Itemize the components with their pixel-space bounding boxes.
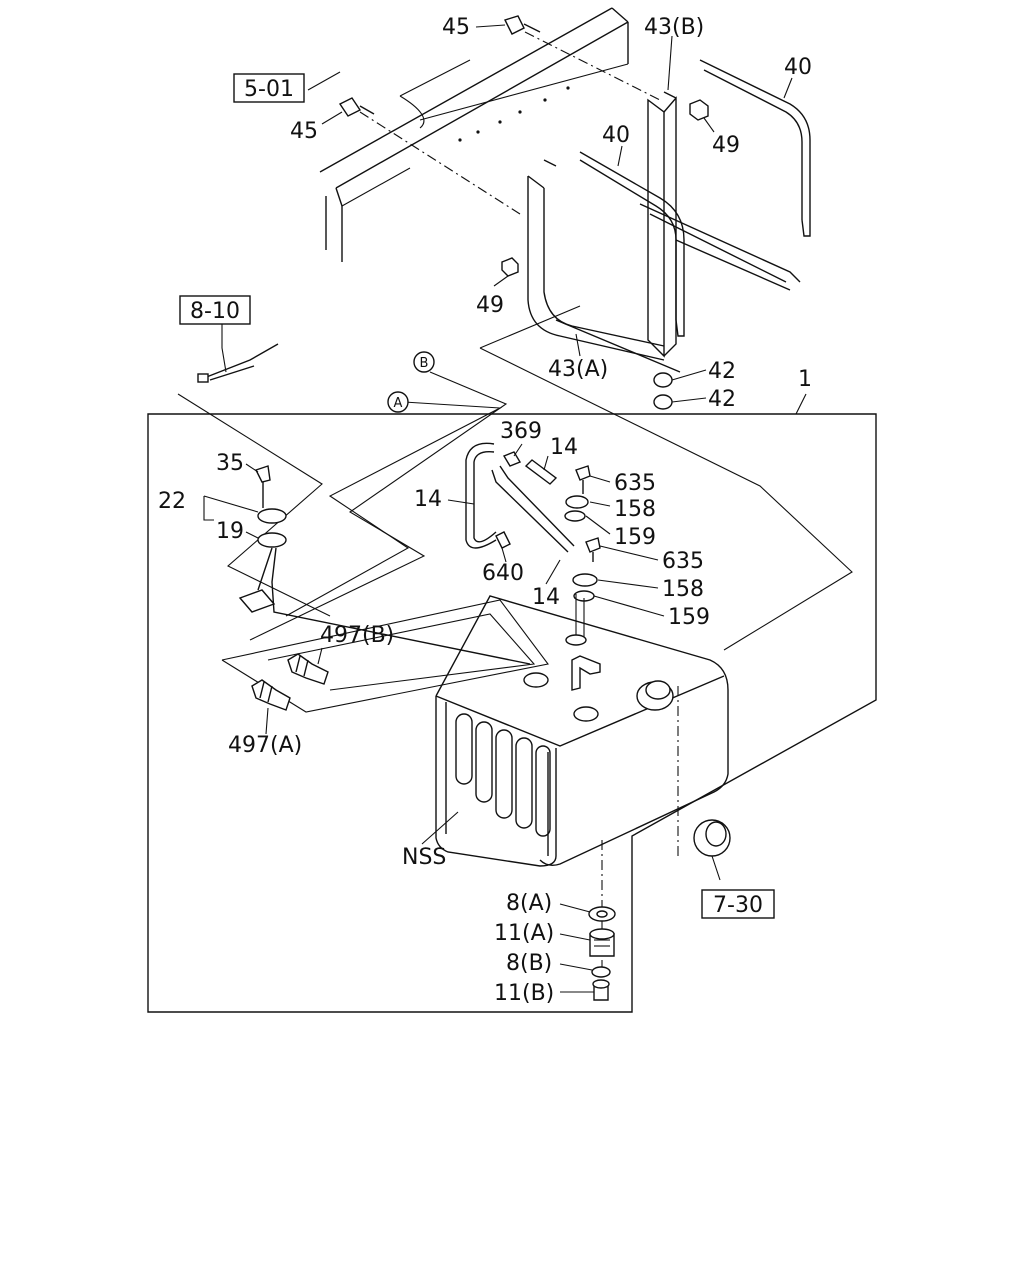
guide-lines-upper (479, 305, 853, 651)
label-11a: 11(A) (494, 921, 554, 946)
clamp-159-a (564, 510, 586, 522)
label-14-top: 14 (550, 435, 578, 460)
ref-7-30: 7-30 (713, 893, 763, 918)
screw-635-b (585, 537, 601, 562)
frame-rail (319, 7, 629, 262)
screw-635-a (575, 465, 591, 494)
label-158-a: 158 (614, 497, 656, 522)
fitting-369 (502, 451, 522, 467)
bolt-45-top (504, 15, 541, 35)
nut-49-right (689, 99, 709, 121)
strap-40-right (699, 59, 811, 237)
sender-unit (238, 465, 531, 665)
harness-route (177, 393, 331, 617)
label-43a: 43(A) (548, 357, 608, 382)
circle-a-label: A (394, 396, 403, 411)
hose-14-left (465, 442, 497, 549)
circle-b (413, 351, 435, 373)
label-8b: 8(B) (506, 951, 552, 976)
label-159-a: 159 (614, 525, 656, 550)
label-635-a: 635 (614, 471, 656, 496)
label-369: 369 (500, 419, 542, 444)
vent-pipe (575, 594, 585, 642)
label-14-left: 14 (414, 487, 442, 512)
wire-harness-8-10 (197, 343, 279, 383)
nut-42-b (653, 394, 673, 410)
washer-158-b (572, 573, 598, 587)
label-14-bottom: 14 (532, 585, 560, 610)
label-49-right: 49 (712, 133, 740, 158)
nut-49-left (501, 257, 519, 277)
route-b (249, 371, 508, 641)
circle-a (387, 391, 409, 413)
label-19: 19 (216, 519, 244, 544)
nut-42-a (653, 372, 673, 388)
leader-lines (203, 24, 807, 993)
bracket-43a (527, 159, 665, 361)
hose-14-short (524, 459, 558, 485)
fitting-640 (495, 531, 511, 549)
label-49-left: 49 (476, 293, 504, 318)
label-635-b: 635 (662, 549, 704, 574)
fuel-tank (435, 595, 729, 867)
label-11b: 11(B) (494, 981, 554, 1006)
bracket-cross-bar (555, 203, 801, 373)
route-a (285, 401, 503, 617)
bolt-45-left (338, 97, 375, 117)
washer-8b (591, 966, 611, 978)
plug-11a (589, 928, 615, 957)
label-43b: 43(B) (644, 15, 704, 40)
label-497b: 497(B) (320, 623, 394, 648)
fitting-497b (287, 653, 329, 685)
label-1: 1 (798, 367, 812, 392)
label-497a: 497(A) (228, 733, 302, 758)
label-22: 22 (158, 489, 186, 514)
label-640: 640 (482, 561, 524, 586)
washer-8a (588, 906, 616, 922)
label-158-b: 158 (662, 577, 704, 602)
circle-b-label: B (420, 356, 429, 371)
ref-box-7-30 (701, 889, 775, 919)
item-1-boundary (147, 413, 877, 1013)
label-159-b: 159 (668, 605, 710, 630)
label-8a: 8(A) (506, 891, 552, 916)
label-42-b: 42 (708, 387, 736, 412)
strap-40-mid (579, 151, 685, 337)
fitting-497a (251, 679, 291, 711)
ref-box-5-01 (233, 73, 305, 103)
alignment-line-45-left (359, 111, 521, 215)
ref-8-10: 8-10 (190, 299, 240, 324)
label-35: 35 (216, 451, 244, 476)
label-nss: NSS (402, 845, 446, 870)
plug-11b (592, 979, 610, 1001)
label-45-left: 45 (290, 119, 318, 144)
label-40-mid: 40 (602, 123, 630, 148)
bracket-43b (647, 91, 677, 358)
ref-5-01: 5-01 (244, 77, 294, 102)
hose-14-mid (491, 465, 575, 553)
sender-line-inner (267, 613, 536, 691)
filler-cap-7-30 (677, 686, 731, 881)
alignment-line-45-top (524, 31, 661, 101)
label-45-top: 45 (442, 15, 470, 40)
ref-box-8-10 (179, 295, 251, 325)
label-42-a: 42 (708, 359, 736, 384)
washer-158-a (565, 495, 589, 509)
label-40-right: 40 (784, 55, 812, 80)
